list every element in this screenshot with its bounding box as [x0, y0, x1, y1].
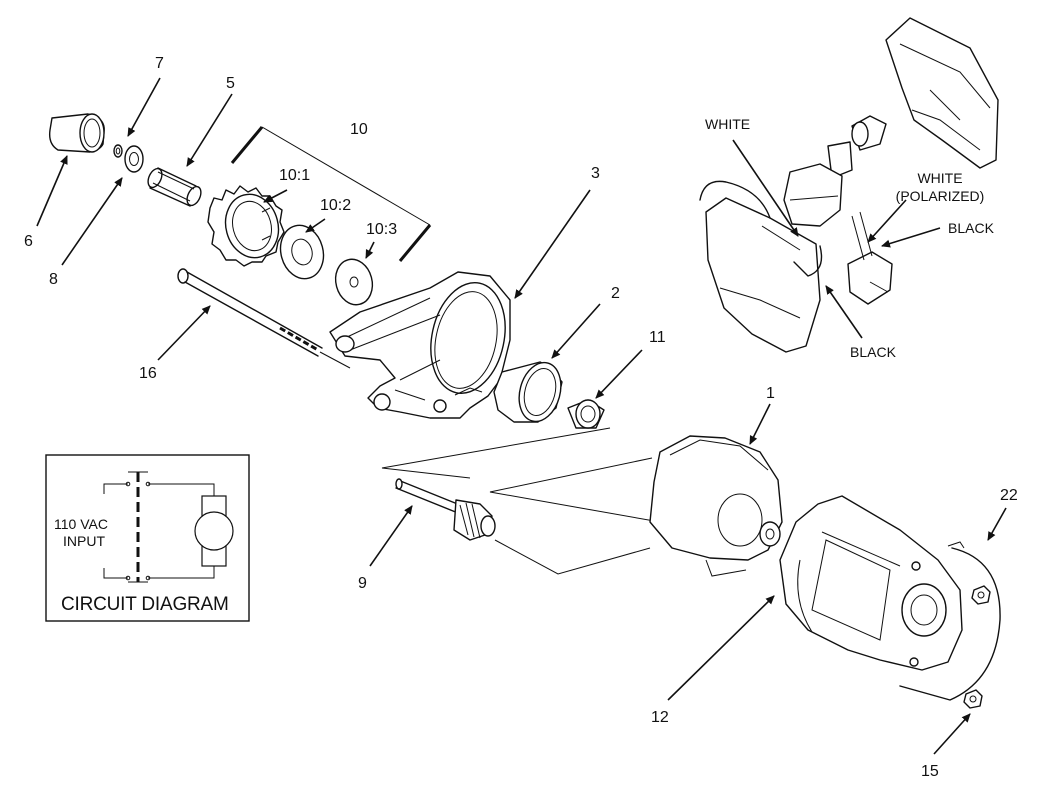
item-10-group-bracket: [230, 126, 432, 262]
circuit-input-line2: INPUT: [63, 532, 105, 549]
part-2-sleeve: [493, 361, 563, 423]
callout-3: 3: [591, 165, 600, 182]
callout-10-1: 10:1: [279, 167, 311, 184]
circuit-input-label: 110 VAC INPUT: [54, 516, 108, 550]
switch-body: [783, 163, 843, 227]
assembly-plane-lines: [381, 427, 661, 575]
callout-10-3: 10:3: [366, 221, 398, 238]
power-plug: [847, 211, 893, 305]
leader-lines: [36, 77, 1007, 755]
part-15-nut-upper: [971, 585, 991, 605]
wire-label-white-polarized-line2: (POLARIZED): [895, 187, 985, 204]
callout-1: 1: [766, 385, 775, 402]
part-6-sleeve: [48, 113, 105, 153]
wire-label-white-polarized-line1: WHITE: [917, 170, 963, 186]
part-10-2-washer: [279, 224, 325, 280]
part-22-clip: [899, 547, 1001, 701]
circuit-input-line1: 110 VAC: [54, 516, 108, 532]
circuit-diagram: [45, 454, 250, 622]
wire-label-white: WHITE: [705, 116, 751, 132]
switch-knob: [851, 115, 887, 151]
circuit-diagram-title: CIRCUIT DIAGRAM: [61, 594, 229, 615]
callout-11: 11: [649, 329, 666, 346]
part-10-1-gear: [207, 185, 285, 267]
callout-8: 8: [49, 271, 58, 288]
callout-10-2: 10:2: [320, 197, 352, 214]
part-15-nut-lower: [963, 689, 983, 709]
part-1-motor-cap: [649, 435, 783, 577]
callout-15: 15: [921, 763, 939, 780]
callout-6: 6: [24, 233, 33, 250]
wire-label-black-upper: BLACK: [948, 220, 994, 236]
wire-label-black-lower: BLACK: [850, 344, 896, 360]
callout-2: 2: [611, 285, 620, 302]
callout-10: 10: [350, 121, 368, 138]
part-7-small-washer: [113, 144, 123, 158]
switch-cover: [885, 17, 999, 169]
part-11-bushing: [567, 399, 605, 429]
part-5-cylinder: [147, 167, 202, 207]
part-12-motor: [779, 495, 965, 671]
part-8-bearing: [124, 145, 144, 173]
callout-22: 22: [1000, 487, 1018, 504]
callout-7: 7: [155, 55, 164, 72]
part-16-bolt: [177, 268, 351, 369]
part-10-3-washer: [334, 258, 374, 306]
part-3-housing: [329, 271, 511, 419]
switch-plunger: [827, 141, 853, 179]
part-9-shaft: [395, 478, 496, 541]
callout-12: 12: [651, 709, 669, 726]
wire-label-white-polarized: WHITE (POLARIZED): [888, 170, 992, 205]
callout-5: 5: [226, 75, 235, 92]
callout-16: 16: [139, 365, 157, 382]
callout-9: 9: [358, 575, 367, 592]
